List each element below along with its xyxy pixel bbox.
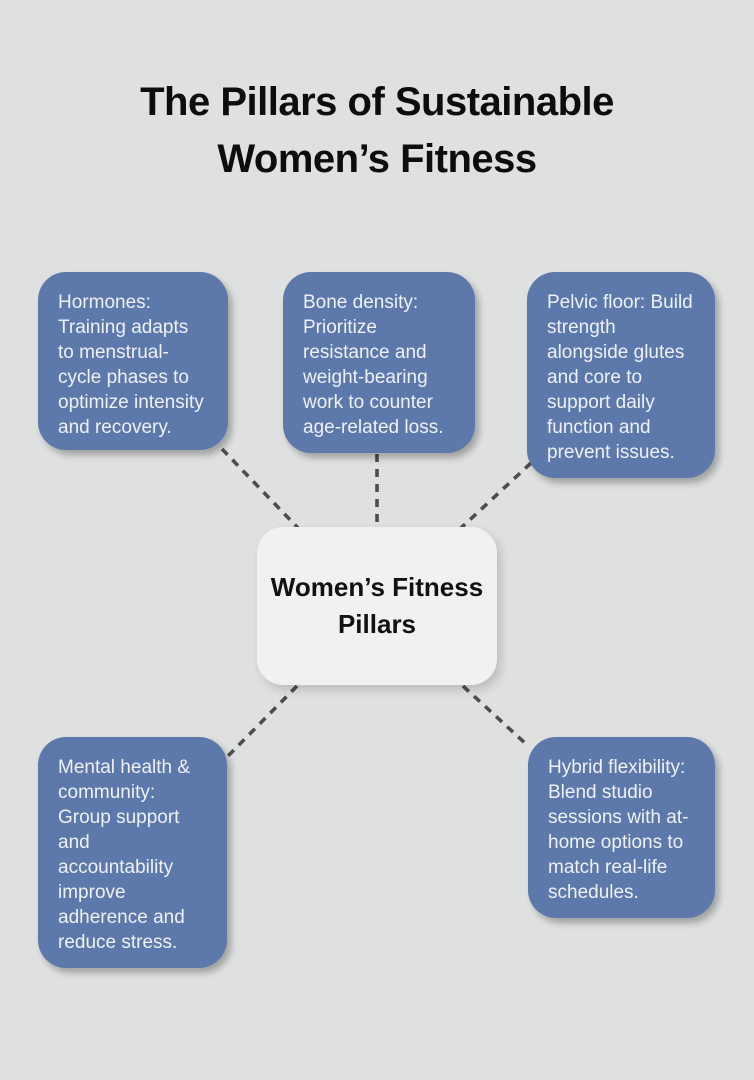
pillar-box-mental-health-community: Mental health & community: Group support…	[38, 737, 227, 968]
connector-pelvic-floor	[459, 461, 533, 530]
pillar-box-pelvic-floor: Pelvic floor: Build strength alongside g…	[527, 272, 715, 478]
pillar-box-bone-density: Bone density: Prioritize resistance and …	[283, 272, 475, 453]
page-title-line1: The Pillars of Sustainable	[140, 80, 614, 124]
center-node-line2: Pillars	[337, 609, 417, 639]
pillar-box-hormones: Hormones: Training adapts to menstrual- …	[38, 272, 228, 450]
pillar-box-hybrid-flexibility: Hybrid flexibility: Blend studio session…	[528, 737, 715, 918]
connector-hormones	[220, 447, 300, 530]
center-node-line1: Women’s Fitness	[270, 572, 484, 602]
center-node: Women’s Fitness Pillars	[257, 527, 497, 685]
page-title: The Pillars of Sustainable Women’s Fitne…	[0, 74, 754, 188]
page-title-line2: Women’s Fitness	[217, 137, 537, 181]
connector-hybrid-flexibility	[461, 684, 528, 746]
connector-mental-health	[226, 684, 299, 758]
